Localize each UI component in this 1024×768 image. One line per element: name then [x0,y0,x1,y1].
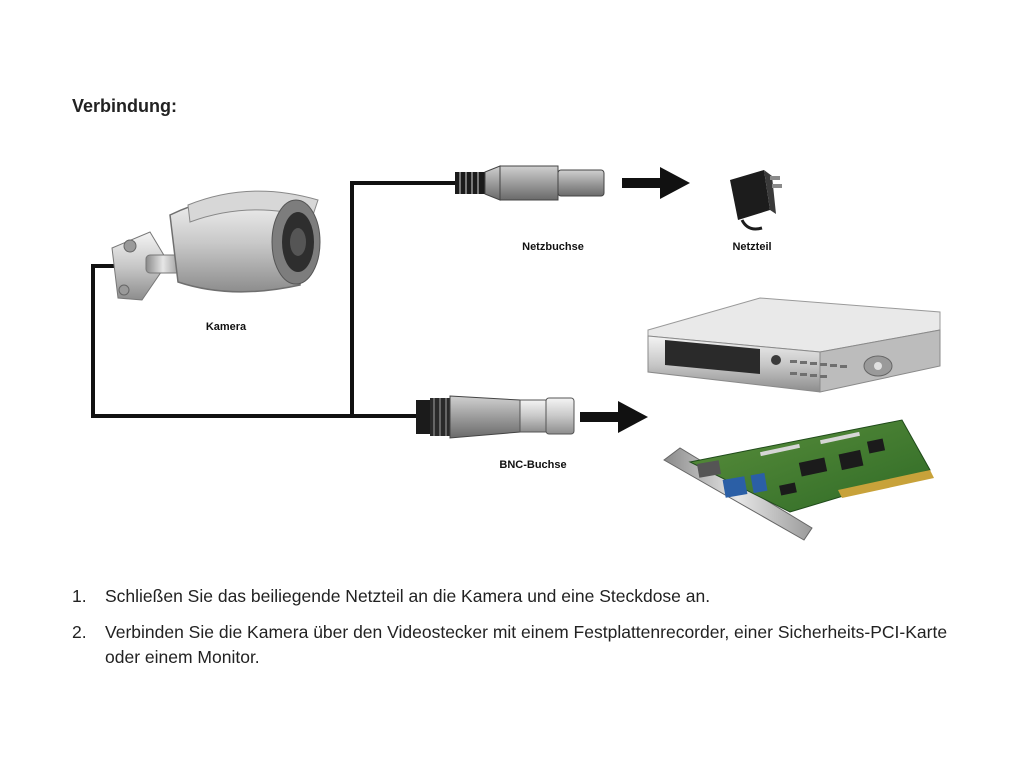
instruction-list: 1. Schließen Sie das beiliegende Netztei… [72,584,972,681]
step-text: Verbinden Sie die Kamera über den Videos… [105,622,948,667]
step-text: Schließen Sie das beiliegende Netzteil a… [105,586,711,606]
arrow-icon [580,401,648,433]
power-socket-label: Netzbuchse [522,241,584,253]
arrow-icon [622,167,690,199]
bnc-connector-icon [416,395,575,439]
pci-card-icon [663,419,934,541]
power-adapter-icon [730,170,782,231]
step-number: 2. [72,622,87,642]
bnc-socket-label: BNC-Buchse [499,459,567,471]
camera-label: Kamera [205,321,247,333]
step-number: 1. [72,586,87,606]
connection-diagram [91,165,941,541]
power-socket-connector-icon [455,165,605,201]
list-item: 1. Schließen Sie das beiliegende Netztei… [72,584,972,609]
power-supply-label: Netzteil [732,241,772,253]
dvr-recorder-icon [647,297,941,393]
list-item: 2. Verbinden Sie die Kamera über den Vid… [72,620,972,670]
camera-icon [111,190,321,301]
cable-lines [91,181,455,418]
section-heading: Verbindung: [72,96,177,116]
